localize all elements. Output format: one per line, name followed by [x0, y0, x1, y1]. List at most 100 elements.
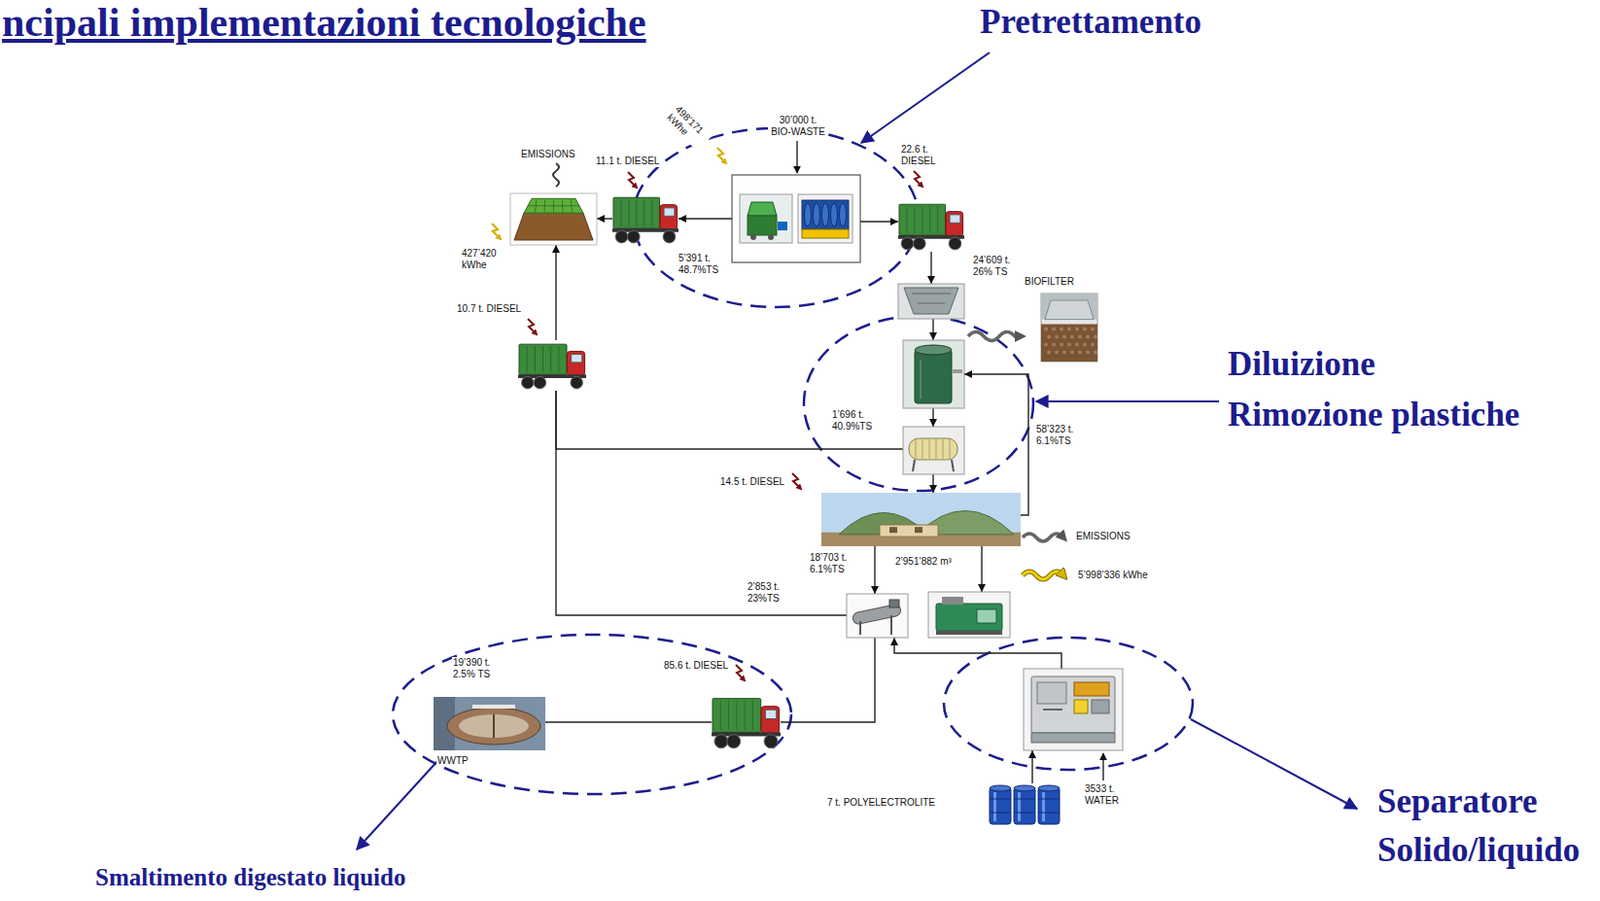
equipment-picture	[711, 694, 781, 751]
chp-engine	[928, 591, 1010, 638]
equipment-picture	[1075, 342, 1079, 347]
dashed-ellipse	[392, 634, 792, 795]
equipment-picture	[898, 283, 965, 319]
equipment-picture	[1078, 334, 1082, 339]
equipment-picture	[1067, 342, 1072, 347]
equipment-picture	[1051, 342, 1056, 347]
equipment-picture	[447, 707, 541, 745]
equipment-picture	[613, 197, 661, 229]
flow-line	[932, 408, 934, 427]
flow-label: EMISSIONS	[1075, 530, 1132, 543]
equipment-picture	[798, 194, 853, 244]
equipment-picture	[1041, 293, 1098, 320]
equipment-picture	[905, 206, 907, 234]
equipment-picture	[1082, 326, 1087, 331]
equipment-picture	[949, 214, 961, 223]
equipment-picture	[951, 459, 954, 472]
equipment-picture	[744, 700, 746, 731]
node-caption: 427’420 kWhe	[460, 247, 507, 271]
equipment-picture	[1013, 799, 1036, 800]
equipment-picture	[989, 812, 1011, 814]
equipment-picture	[750, 234, 757, 241]
flow-label: 498’171 kWhe	[664, 103, 713, 151]
equipment-picture	[846, 593, 908, 638]
equipment-picture	[1085, 334, 1090, 339]
receiving-hopper	[898, 283, 965, 319]
equipment-picture	[813, 203, 821, 227]
equipment-picture	[1043, 326, 1048, 331]
equipment-picture	[889, 526, 898, 533]
flow-line	[860, 220, 899, 222]
equipment-picture	[627, 199, 629, 227]
equipment-picture	[492, 714, 495, 738]
equipment-picture	[914, 526, 923, 533]
equipment-picture	[921, 206, 923, 234]
equipment-picture	[1062, 349, 1067, 354]
equipment-picture	[936, 603, 1003, 631]
equipment-picture	[1023, 668, 1123, 751]
callout-arrow	[1190, 719, 1357, 809]
truck-icon: 10.7 t. DIESEL	[518, 340, 587, 391]
flow-label: 19’390 t. 2.5% TS	[452, 657, 505, 680]
equipment-picture	[533, 376, 546, 388]
node-caption: WWTP	[436, 755, 470, 767]
emission-symbol	[1022, 571, 1064, 580]
equipment-picture	[1090, 342, 1095, 347]
equipment-picture	[1041, 324, 1098, 363]
diesel-symbol	[913, 171, 922, 186]
equipment-picture	[777, 221, 788, 231]
equipment-picture	[747, 215, 777, 236]
biofilter-icon: BIOFILTER	[1041, 293, 1098, 362]
equipment-picture	[626, 230, 640, 244]
feed-arrow	[1102, 753, 1104, 781]
callout-arrow	[861, 52, 990, 143]
equipment-picture	[945, 211, 964, 237]
node-caption: 14.5 t. DIESEL	[719, 476, 786, 488]
equipment-picture	[527, 205, 580, 207]
equipment-picture	[801, 229, 849, 239]
truck-icon: 11.1 t. DIESEL	[612, 193, 679, 245]
equipment-picture	[1037, 682, 1067, 704]
plastic-screen	[903, 426, 965, 475]
node-caption: BIOFILTER	[1023, 276, 1076, 288]
equipment-picture	[1041, 293, 1098, 362]
equipment-picture	[846, 593, 908, 638]
flow-label: 24’609 t. 26% TS	[972, 254, 1023, 278]
equipment-picture	[518, 340, 587, 391]
equipment-picture	[903, 426, 965, 475]
equipment-picture	[1013, 787, 1036, 825]
equipment-picture	[1093, 349, 1098, 354]
equipment-picture	[767, 234, 774, 241]
feed-arrow	[796, 140, 798, 174]
equipment-picture	[765, 709, 776, 719]
equipment-picture	[987, 783, 1062, 827]
flow-label: 5’998’336 kWhe	[1077, 569, 1149, 582]
flow-line	[980, 546, 982, 592]
digester-plant: 14.5 t. DIESEL	[821, 492, 1021, 547]
callout-label: Pretrettamento	[979, 3, 1202, 42]
equipment-picture	[919, 359, 922, 399]
equipment-picture	[747, 202, 777, 216]
equipment-picture	[1046, 334, 1051, 339]
equipment-picture	[928, 591, 1010, 638]
flow-label: 5’391 t. 48.7%TS	[677, 252, 729, 276]
equipment-picture	[915, 439, 917, 459]
equipment-picture	[1013, 785, 1036, 792]
equipment-picture	[1023, 668, 1123, 751]
equipment-picture	[899, 204, 946, 236]
equipment-picture	[903, 426, 965, 475]
equipment-picture	[1093, 334, 1098, 339]
equipment-picture	[989, 799, 1011, 800]
equipment-picture	[1054, 349, 1059, 354]
equipment-picture	[1046, 349, 1051, 354]
equipment-picture	[612, 193, 679, 245]
flow-line	[1031, 750, 1033, 784]
equipment-picture	[904, 287, 959, 314]
equipment-picture	[1054, 334, 1059, 339]
emission-symbol	[1022, 533, 1064, 542]
equipment-picture	[914, 349, 952, 404]
equipment-picture	[526, 346, 528, 373]
equipment-picture	[651, 199, 653, 227]
equipment-picture	[993, 792, 997, 822]
equipment-picture	[859, 621, 862, 635]
